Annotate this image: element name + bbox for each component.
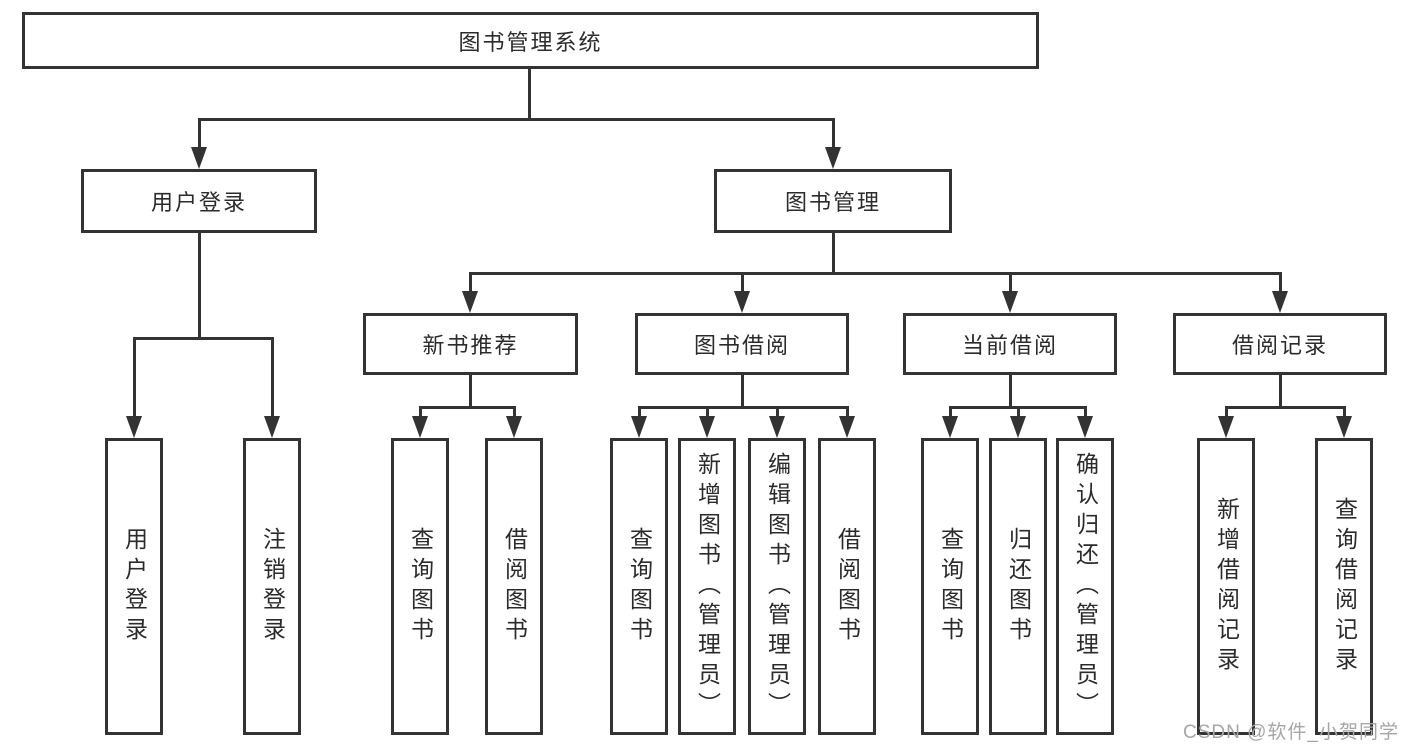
leaf-user-login: 用户登录 <box>105 438 163 735</box>
leaf-label: 查询借阅记录 <box>1331 496 1358 677</box>
csdn-watermark: CSDN @软件_小贺同学 <box>1183 722 1399 743</box>
arrowhead-down-icon <box>839 416 855 438</box>
connector-vline <box>741 375 744 409</box>
connector-vline <box>469 272 472 293</box>
leaf-label: 借阅图书 <box>834 526 861 647</box>
leaf-logout: 注销登录 <box>243 438 301 735</box>
arrowhead-down-icon <box>734 291 750 313</box>
arrowhead-down-icon <box>1010 416 1026 438</box>
connector-vline <box>469 375 472 409</box>
connector-vline <box>638 406 641 418</box>
arrowhead-down-icon <box>462 291 478 313</box>
leaf-borrow-books-recommend: 借阅图书 <box>485 438 543 735</box>
connector-vline <box>949 406 952 418</box>
arrowhead-down-icon <box>1336 416 1352 438</box>
leaf-label: 用户登录 <box>121 526 148 647</box>
connector-vline <box>528 69 531 121</box>
connector-vline <box>513 406 516 418</box>
leaf-label: 归还图书 <box>1005 526 1032 647</box>
connector-vline <box>1017 406 1020 418</box>
connector-hline <box>638 406 849 409</box>
node-book-borrowing: 图书借阅 <box>635 313 849 375</box>
connector-hline <box>198 118 835 121</box>
node-borrowing-records: 借阅记录 <box>1173 313 1387 375</box>
node-current-borrowing: 当前借阅 <box>903 313 1117 375</box>
connector-vline <box>133 337 136 420</box>
arrowhead-down-icon <box>631 416 647 438</box>
leaf-confirm-return-admin: 确认归还（管理员） <box>1056 438 1114 735</box>
connector-vline <box>846 406 849 418</box>
connector-hline <box>133 337 274 340</box>
node-label: 图书借阅 <box>693 333 790 358</box>
arrowhead-down-icon <box>825 147 841 169</box>
arrowhead-down-icon <box>1272 291 1288 313</box>
node-new-book-recommendation: 新书推荐 <box>363 313 578 375</box>
leaf-label: 查询图书 <box>407 526 434 647</box>
connector-vline <box>1084 406 1087 418</box>
connector-vline <box>1009 272 1012 293</box>
connector-vline <box>1225 406 1228 418</box>
leaf-label: 新增借阅记录 <box>1213 496 1240 677</box>
connector-hline <box>419 406 516 409</box>
arrowhead-down-icon <box>264 416 280 438</box>
arrowhead-down-icon <box>191 147 207 169</box>
connector-hline <box>1225 406 1346 409</box>
leaf-add-borrow-record: 新增借阅记录 <box>1197 438 1255 735</box>
arrowhead-down-icon <box>699 416 715 438</box>
leaf-query-books-borrow: 查询图书 <box>610 438 668 735</box>
leaf-borrow-books: 借阅图书 <box>818 438 876 735</box>
connector-vline <box>1343 406 1346 418</box>
arrowhead-down-icon <box>942 416 958 438</box>
connector-vline <box>1279 272 1282 293</box>
arrowhead-down-icon <box>506 416 522 438</box>
arrowhead-down-icon <box>1077 416 1093 438</box>
connector-vline <box>1009 375 1012 409</box>
connector-vline <box>271 337 274 420</box>
leaf-label: 新增图书（管理员） <box>694 451 721 722</box>
leaf-add-book-admin: 新增图书（管理员） <box>678 438 736 735</box>
connector-vline <box>419 406 422 418</box>
leaf-label: 编辑图书（管理员） <box>764 451 791 722</box>
node-user-login: 用户登录 <box>81 169 317 233</box>
connector-vline <box>741 272 744 293</box>
node-label: 图书管理系统 <box>458 29 603 55</box>
connector-vline <box>776 406 779 418</box>
leaf-label: 借阅图书 <box>501 526 528 647</box>
connector-vline <box>1279 375 1282 409</box>
node-label: 用户登录 <box>150 190 247 215</box>
leaf-label: 注销登录 <box>259 526 286 647</box>
leaf-edit-book-admin: 编辑图书（管理员） <box>748 438 806 735</box>
connector-vline <box>198 233 201 340</box>
connector-vline <box>832 118 835 151</box>
leaf-query-borrow-record: 查询借阅记录 <box>1315 438 1373 735</box>
node-root: 图书管理系统 <box>22 12 1039 69</box>
arrowhead-down-icon <box>126 416 142 438</box>
arrowhead-down-icon <box>412 416 428 438</box>
leaf-return-books: 归还图书 <box>989 438 1047 735</box>
leaf-query-books-recommend: 查询图书 <box>391 438 449 735</box>
node-label: 当前借阅 <box>961 333 1058 358</box>
connector-vline <box>706 406 709 418</box>
leaf-label: 确认归还（管理员） <box>1072 451 1099 722</box>
node-label: 借阅记录 <box>1231 333 1328 358</box>
arrowhead-down-icon <box>769 416 785 438</box>
leaf-query-books-current: 查询图书 <box>921 438 979 735</box>
connector-vline <box>198 118 201 151</box>
connector-hline <box>469 272 1282 275</box>
arrowhead-down-icon <box>1218 416 1234 438</box>
leaf-label: 查询图书 <box>937 526 964 647</box>
leaf-label: 查询图书 <box>626 526 653 647</box>
connector-vline <box>832 233 835 275</box>
arrowhead-down-icon <box>1002 291 1018 313</box>
node-book-management: 图书管理 <box>714 169 952 233</box>
node-label: 图书管理 <box>784 190 881 215</box>
node-label: 新书推荐 <box>422 333 519 358</box>
